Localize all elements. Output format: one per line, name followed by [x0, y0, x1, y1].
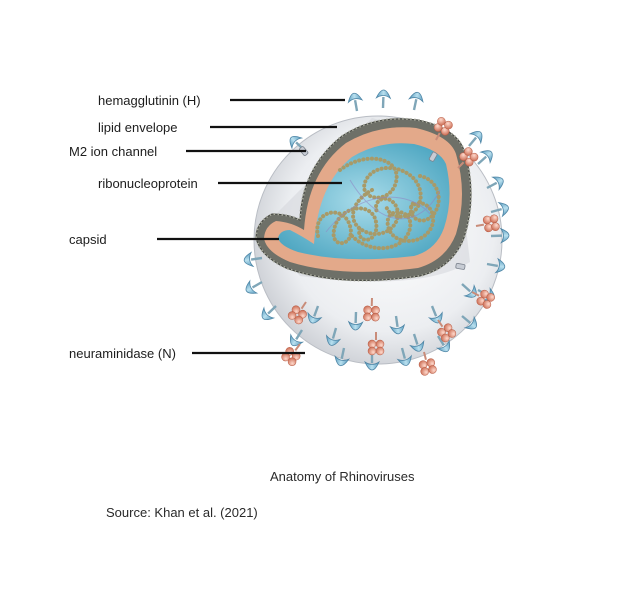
label-lipid-envelope: lipid envelope: [98, 120, 178, 135]
label-neuraminidase: neuraminidase (N): [69, 346, 176, 361]
label-ribonucleoprotein: ribonucleoprotein: [98, 176, 198, 191]
source-citation: Source: Khan et al. (2021): [106, 505, 258, 520]
label-m2-channel: M2 ion channel: [69, 144, 157, 159]
figure-caption: Anatomy of Rhinoviruses: [270, 469, 415, 484]
label-capsid: capsid: [69, 232, 107, 247]
leader-lines: [157, 98, 345, 355]
ribonucleoprotein-strands: [315, 156, 441, 251]
label-hemagglutinin: hemagglutinin (H): [98, 93, 201, 108]
